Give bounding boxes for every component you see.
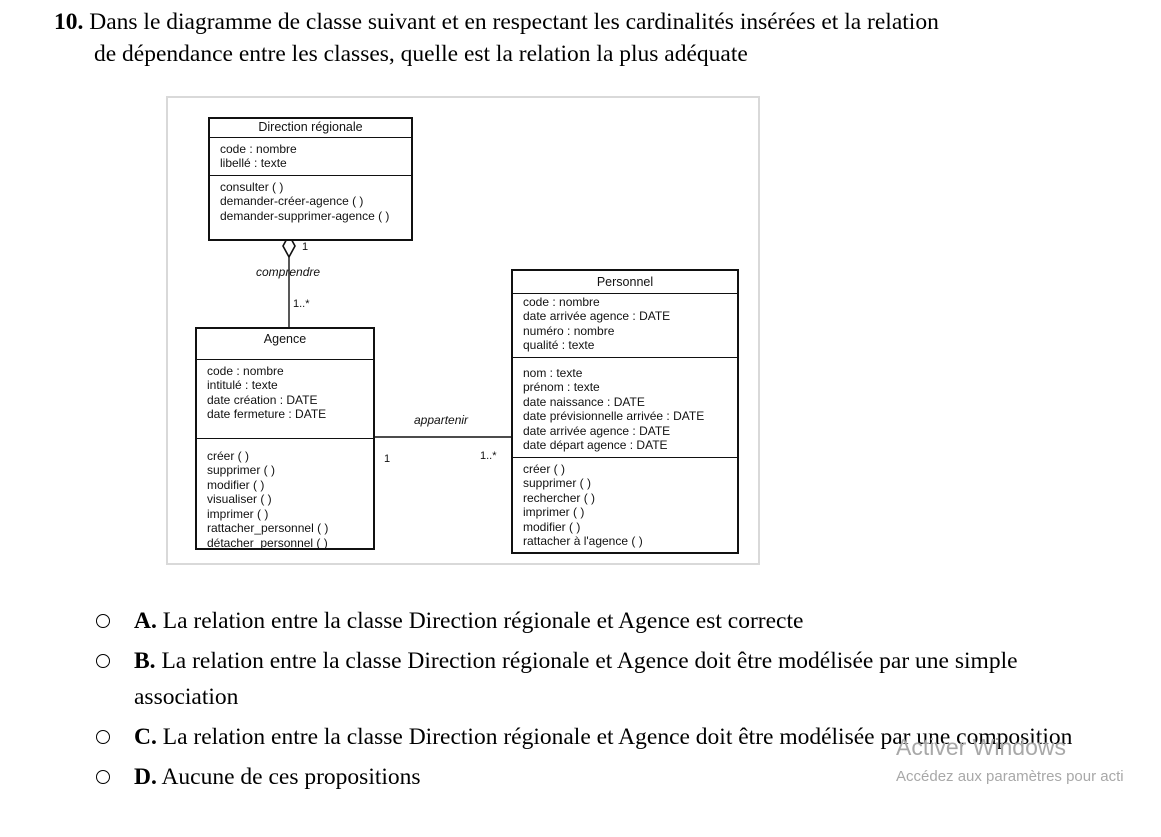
methods-section: créer ( ) supprimer ( ) modifier ( ) vis… xyxy=(197,439,373,555)
method: imprimer ( ) xyxy=(523,505,585,519)
attribute: code : nombre xyxy=(523,294,600,309)
answer-options: A. La relation entre la classe Direction… xyxy=(96,603,1096,795)
class-personnel: Personnel code : nombre date arrivée age… xyxy=(511,269,739,554)
option-c[interactable]: C. La relation entre la classe Direction… xyxy=(96,719,1079,755)
method: créer ( ) xyxy=(207,448,249,463)
attribute: code : nombre xyxy=(220,141,297,156)
attribute: nom : texte xyxy=(523,365,583,380)
attribute: prénom : texte xyxy=(523,380,600,394)
option-text: La relation entre la classe Direction ré… xyxy=(162,608,804,634)
class-agence: Agence code : nombre intitulé : texte da… xyxy=(195,327,375,550)
method: modifier ( ) xyxy=(207,477,265,492)
mult-agence-appartenir: 1 xyxy=(384,453,391,465)
method: rechercher ( ) xyxy=(523,490,596,505)
attribute: qualité : texte xyxy=(523,338,595,352)
method: supprimer ( ) xyxy=(207,463,276,477)
question-line-2: de dépendance entre les classes, quelle … xyxy=(94,41,748,67)
option-letter: B. xyxy=(134,648,156,674)
method: détacher_personnel ( ) xyxy=(207,535,328,550)
attribute: date arrivée agence : DATE xyxy=(523,309,671,323)
method: supprimer ( ) xyxy=(523,476,592,490)
method: visualiser ( ) xyxy=(207,492,272,506)
relation-label-comprendre: comprendre xyxy=(256,265,321,279)
attribute: numéro : nombre xyxy=(523,323,615,338)
mult-direction: 1 xyxy=(302,241,309,253)
option-a[interactable]: A. La relation entre la classe Direction… xyxy=(96,603,1096,639)
method: imprimer ( ) xyxy=(207,506,269,521)
relation-label-appartenir: appartenir xyxy=(414,413,469,427)
attribute: date prévisionnelle arrivée : DATE xyxy=(523,409,705,423)
activation-watermark-title: Activer Windows xyxy=(896,734,1066,760)
option-letter: D. xyxy=(134,764,157,790)
attribute: date fermeture : DATE xyxy=(207,407,327,421)
method: modifier ( ) xyxy=(523,519,581,534)
option-text: La relation entre la classe Direction ré… xyxy=(134,648,1018,710)
attributes-section: code : nombre intitulé : texte date créa… xyxy=(197,360,373,439)
radio-option-a[interactable] xyxy=(96,614,110,628)
method: consulter ( ) xyxy=(220,179,284,194)
class-name: Direction régionale xyxy=(210,119,411,138)
method: créer ( ) xyxy=(523,461,565,476)
methods-section: créer ( ) supprimer ( ) rechercher ( ) i… xyxy=(513,458,737,553)
keys-section: code : nombre date arrivée agence : DATE… xyxy=(513,294,737,358)
attribute: date création : DATE xyxy=(207,392,318,407)
option-d[interactable]: D. Aucune de ces propositions xyxy=(96,759,1096,795)
option-b[interactable]: B. La relation entre la classe Direction… xyxy=(96,643,1034,715)
methods-section: consulter ( ) demander-créer-agence ( ) … xyxy=(210,176,411,228)
class-name: Personnel xyxy=(513,271,737,294)
attributes-section: nom : texte prénom : texte date naissanc… xyxy=(513,358,737,458)
radio-option-b[interactable] xyxy=(96,654,110,668)
radio-option-d[interactable] xyxy=(96,770,110,784)
method: rattacher_personnel ( ) xyxy=(207,521,329,535)
attribute: date naissance : DATE xyxy=(523,394,645,409)
option-text: Aucune de ces propositions xyxy=(161,764,421,790)
option-letter: A. xyxy=(134,608,157,634)
option-text: La relation entre la classe Direction ré… xyxy=(162,724,1073,750)
attribute: date départ agence : DATE xyxy=(523,438,668,452)
question-number: 10. xyxy=(54,9,84,35)
attribute: libellé : texte xyxy=(220,156,287,170)
method: demander-créer-agence ( ) xyxy=(220,194,364,208)
class-direction-regionale: Direction régionale code : nombre libell… xyxy=(208,117,413,241)
attribute: date arrivée agence : DATE xyxy=(523,423,671,438)
class-diagram: Direction régionale code : nombre libell… xyxy=(166,96,760,565)
attribute: code : nombre xyxy=(207,363,284,378)
question-text: 10. Dans le diagramme de classe suivant … xyxy=(54,6,1114,70)
question-line-1: Dans le diagramme de classe suivant et e… xyxy=(89,9,939,35)
attributes-section: code : nombre libellé : texte xyxy=(210,138,411,176)
method: demander-supprimer-agence ( ) xyxy=(220,208,390,223)
mult-personnel: 1..* xyxy=(480,450,497,462)
mult-agence-comprendre: 1..* xyxy=(293,298,310,310)
option-letter: C. xyxy=(134,724,157,750)
method: rattacher à l'agence ( ) xyxy=(523,534,643,548)
radio-option-c[interactable] xyxy=(96,730,110,744)
attribute: intitulé : texte xyxy=(207,378,278,392)
activation-watermark-subtitle: Accédez aux paramètres pour acti xyxy=(896,768,1124,785)
class-name: Agence xyxy=(197,329,373,360)
